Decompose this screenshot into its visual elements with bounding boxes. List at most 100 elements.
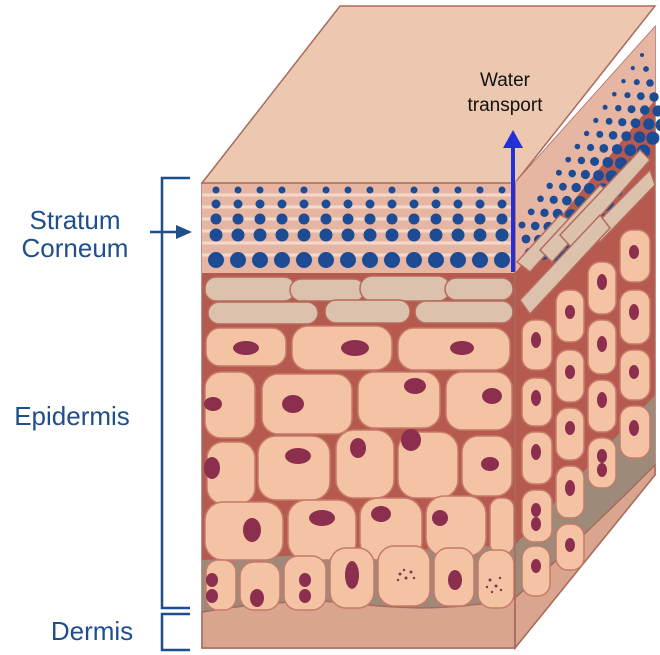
corneum-dot (344, 186, 352, 194)
corneum-dot (208, 252, 224, 268)
water-transport-label-line1: Water (480, 70, 531, 91)
corneum-dot (318, 252, 334, 268)
corneum-dot (475, 199, 485, 209)
side-dot (559, 182, 567, 191)
corneum-dot (276, 213, 288, 225)
corneum-dot (430, 213, 442, 225)
corneum-dot (450, 252, 466, 268)
epidermis-label: Epidermis (14, 401, 130, 431)
side-dot (599, 144, 609, 153)
side-dot (652, 105, 660, 117)
side-dot (593, 170, 604, 181)
mitotic-nuclei (396, 568, 503, 594)
side-dot (537, 195, 544, 203)
corneum-dot (321, 199, 331, 209)
corneum-dot (233, 199, 243, 209)
corneum-dot (454, 186, 462, 194)
corneum-dot (410, 186, 418, 194)
corneum-dot (388, 186, 396, 194)
side-dot (633, 131, 646, 143)
side-dot (646, 131, 660, 145)
corneum-dot (340, 252, 356, 268)
side-dot (555, 169, 562, 176)
corneum-dot (385, 228, 399, 242)
corneum-dot (387, 199, 397, 209)
stratum-corneum-side (515, 27, 655, 273)
corneum-dot (453, 199, 463, 209)
epidermis-bracket (160, 176, 190, 610)
corneum-dot (211, 199, 221, 209)
side-dot (636, 92, 645, 100)
side-dot (608, 131, 618, 140)
side-dot (546, 182, 553, 189)
side-dot (621, 79, 626, 84)
corneum-dot (231, 228, 245, 242)
corneum-dot (384, 252, 400, 268)
side-dot (593, 117, 599, 123)
corneum-dot (300, 186, 308, 194)
corneum-dot (409, 199, 419, 209)
corneum-dot (364, 213, 376, 225)
top-face (200, 5, 657, 184)
side-dot (605, 117, 613, 125)
side-dot (571, 182, 581, 193)
side-granular-cells (515, 148, 656, 316)
corneum-dot (472, 252, 488, 268)
side-dot (590, 157, 600, 166)
corneum-dot (407, 228, 421, 242)
corneum-dot (319, 228, 333, 242)
side-dot (615, 105, 622, 112)
side-dot (583, 130, 590, 137)
side-dot (565, 156, 572, 163)
side-dot (568, 169, 576, 178)
corneum-dot (298, 213, 310, 225)
stratum-corneum-pointer (150, 225, 192, 239)
corneum-dot (432, 186, 440, 194)
corneum-dot (343, 199, 353, 209)
corneum-dot (473, 228, 487, 242)
corneum-dot (496, 213, 508, 225)
corneum-dot (320, 213, 332, 225)
side-dot (577, 156, 586, 165)
side-dot (530, 221, 540, 231)
side-dot (562, 195, 572, 206)
side-dot (540, 208, 549, 217)
corneum-dot (494, 252, 510, 268)
corneum-dot (230, 252, 246, 268)
corneum-dot (297, 228, 311, 242)
side-dot (621, 131, 632, 142)
side-dot (521, 234, 531, 244)
corneum-dot (363, 228, 377, 242)
side-dot (643, 118, 655, 130)
side-dot (587, 143, 595, 152)
side-dot (602, 104, 608, 110)
corneum-dot (341, 228, 355, 242)
side-dot (649, 92, 659, 102)
corneum-dot (322, 186, 330, 194)
side-dot (527, 208, 535, 216)
corneum-dot (495, 228, 509, 242)
corneum-dot (210, 213, 222, 225)
corneum-dot (255, 199, 265, 209)
side-dot (646, 79, 654, 87)
side-dot (643, 66, 649, 72)
corneum-dot (212, 186, 220, 194)
corneum-dot (253, 228, 267, 242)
stratum-corneum-label-line2: Corneum (22, 233, 129, 263)
side-dot (602, 157, 614, 168)
side-dot (630, 118, 641, 129)
corneum-dot (362, 252, 378, 268)
side-dot (627, 105, 636, 114)
corneum-dot (474, 213, 486, 225)
side-dot (655, 118, 660, 132)
side-dot (612, 91, 617, 97)
corneum-dot (254, 213, 266, 225)
corneum-dot (232, 213, 244, 225)
corneum-dot (431, 199, 441, 209)
corneum-dot (452, 213, 464, 225)
side-dot (596, 130, 604, 138)
corneum-dot (209, 228, 223, 242)
water-transport-arrow (503, 130, 523, 272)
corneum-dot (365, 199, 375, 209)
corneum-dot (386, 213, 398, 225)
